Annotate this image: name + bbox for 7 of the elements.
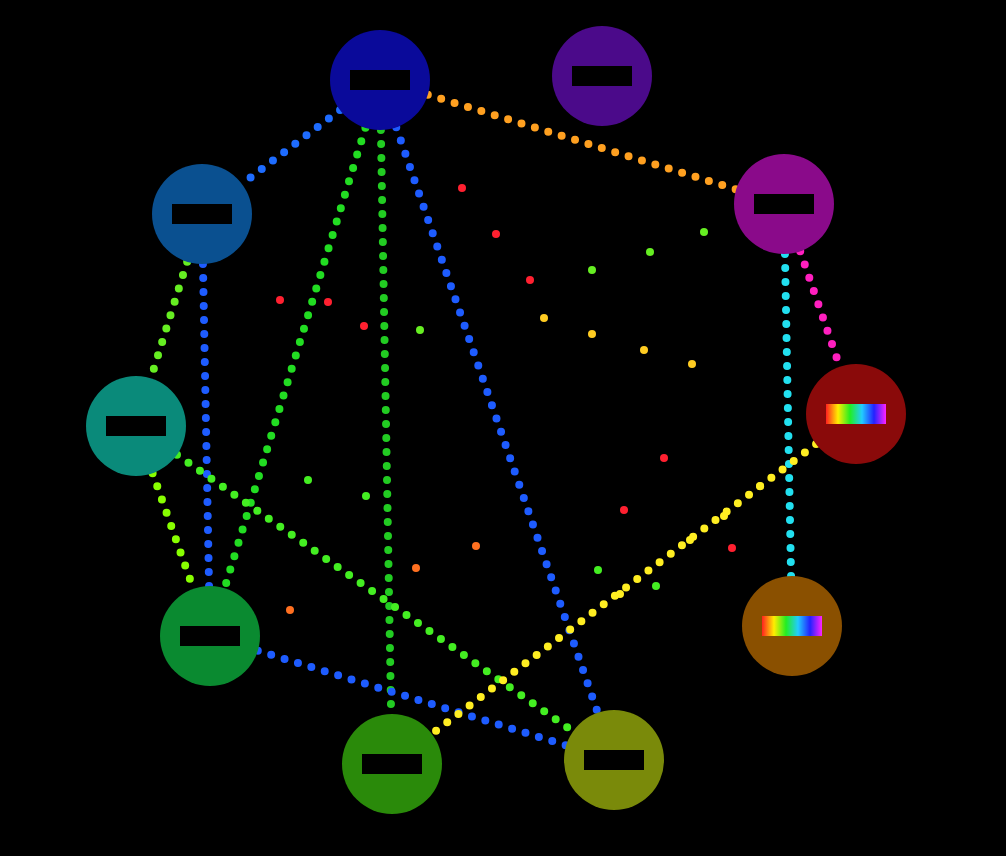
dotted-line [173,450,577,736]
dotted-line [427,440,821,738]
dotted-line [392,123,602,717]
dotted-line [780,250,796,580]
dotted-line [253,646,571,750]
dotted-line [423,90,741,194]
dotted-line [198,260,214,590]
